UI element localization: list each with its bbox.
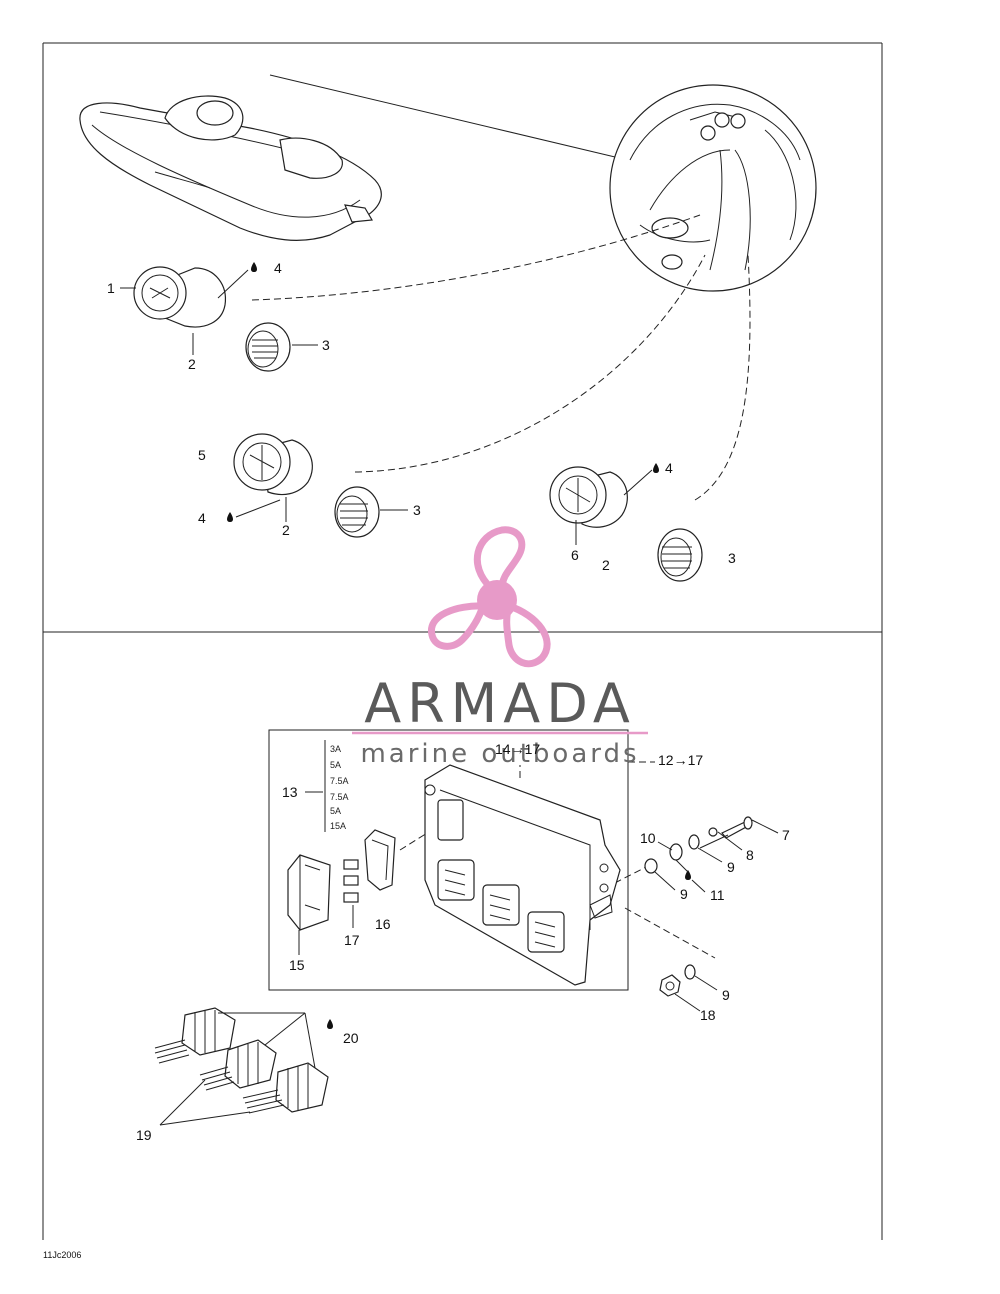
wiring-connectors-part bbox=[154, 1007, 329, 1114]
fuse-ratings-list: 3A 5A 7.5A 7.5A 5A 15A bbox=[330, 744, 349, 831]
fuse-rating: 7.5A bbox=[330, 792, 349, 802]
callout-label: 3 bbox=[413, 502, 421, 518]
fuse-box-assembly-frame bbox=[268, 729, 629, 991]
sealant-drop-icon bbox=[251, 262, 257, 272]
callout-label: 16 bbox=[375, 916, 391, 932]
fuse-rating: 15A bbox=[330, 821, 346, 831]
callout-labels: 1 2 3 4 5 4 2 3 4 6 2 3 13 14→17 12→17 7… bbox=[107, 260, 790, 1143]
callout-label: 6 bbox=[571, 547, 579, 563]
fuse-box-housing bbox=[424, 764, 621, 986]
callout-label: 17 bbox=[344, 932, 360, 948]
callout-label: 20 bbox=[343, 1030, 359, 1046]
upper-leader-lines bbox=[120, 269, 653, 545]
callout-label: 14→17 bbox=[495, 741, 540, 757]
diagram-frame bbox=[42, 42, 883, 1240]
callout-label: 9 bbox=[722, 987, 730, 1003]
gauge-5-part bbox=[233, 433, 313, 496]
callout-label: 2 bbox=[602, 557, 610, 573]
sealant-drop-icon bbox=[327, 1019, 333, 1029]
callout-label: 1 bbox=[107, 280, 115, 296]
lower-leader-lines bbox=[298, 819, 779, 1012]
propeller-logo-icon bbox=[428, 526, 551, 668]
callout-label: 4 bbox=[274, 260, 282, 276]
callout-label: 3 bbox=[322, 337, 330, 353]
callout-label: 5 bbox=[198, 447, 206, 463]
sealant-drop-icon bbox=[653, 463, 659, 473]
sealant-drop-icon bbox=[685, 870, 691, 880]
connector-leader-lines bbox=[159, 1012, 316, 1126]
callout-label: 15 bbox=[289, 957, 305, 973]
callout-label: 10 bbox=[640, 830, 656, 846]
callout-label: 12→17 bbox=[658, 752, 703, 768]
boat-illustration bbox=[79, 95, 382, 241]
dashboard-detail-view bbox=[609, 84, 817, 292]
callout-label: 9 bbox=[680, 886, 688, 902]
fuse-rating: 3A bbox=[330, 744, 341, 754]
sealant-drop-icons bbox=[227, 262, 691, 1029]
sealant-drop-icon bbox=[227, 512, 233, 522]
callout-label: 7 bbox=[782, 827, 790, 843]
fuse-ratings-bracket bbox=[305, 740, 326, 832]
gauge-6-part bbox=[549, 466, 628, 528]
callout-label: 13 bbox=[282, 784, 298, 800]
fuse-holder-part bbox=[287, 854, 331, 931]
callout-label: 9 bbox=[727, 859, 735, 875]
brand-name: ARMADA bbox=[364, 672, 636, 735]
brand-tagline: marine outboards bbox=[360, 739, 639, 769]
callout-label: 18 bbox=[700, 1007, 716, 1023]
callout-label: 19 bbox=[136, 1127, 152, 1143]
retaining-nut-3a bbox=[245, 322, 291, 372]
figure-code: 11Jc2006 bbox=[43, 1250, 81, 1260]
armada-watermark: ARMADA marine outboards bbox=[352, 526, 648, 769]
callout-label: 11 bbox=[710, 887, 725, 903]
fuse-rating: 7.5A bbox=[330, 776, 349, 786]
retaining-nut-3b bbox=[334, 486, 380, 538]
fuse-rating: 5A bbox=[330, 806, 341, 816]
blade-fuses-part bbox=[343, 859, 359, 903]
callout-label: 2 bbox=[188, 356, 196, 372]
mounting-hardware bbox=[644, 816, 753, 997]
callout-label: 4 bbox=[665, 460, 673, 476]
relay-part bbox=[364, 829, 396, 891]
callout-label: 2 bbox=[282, 522, 290, 538]
callout-label: 3 bbox=[728, 550, 736, 566]
boat-detail-leader bbox=[269, 74, 616, 158]
gauge-1-part bbox=[133, 266, 226, 328]
fuse-rating: 5A bbox=[330, 760, 341, 770]
retaining-nut-3c bbox=[657, 528, 703, 582]
callout-label: 8 bbox=[746, 847, 754, 863]
callout-label: 4 bbox=[198, 510, 206, 526]
